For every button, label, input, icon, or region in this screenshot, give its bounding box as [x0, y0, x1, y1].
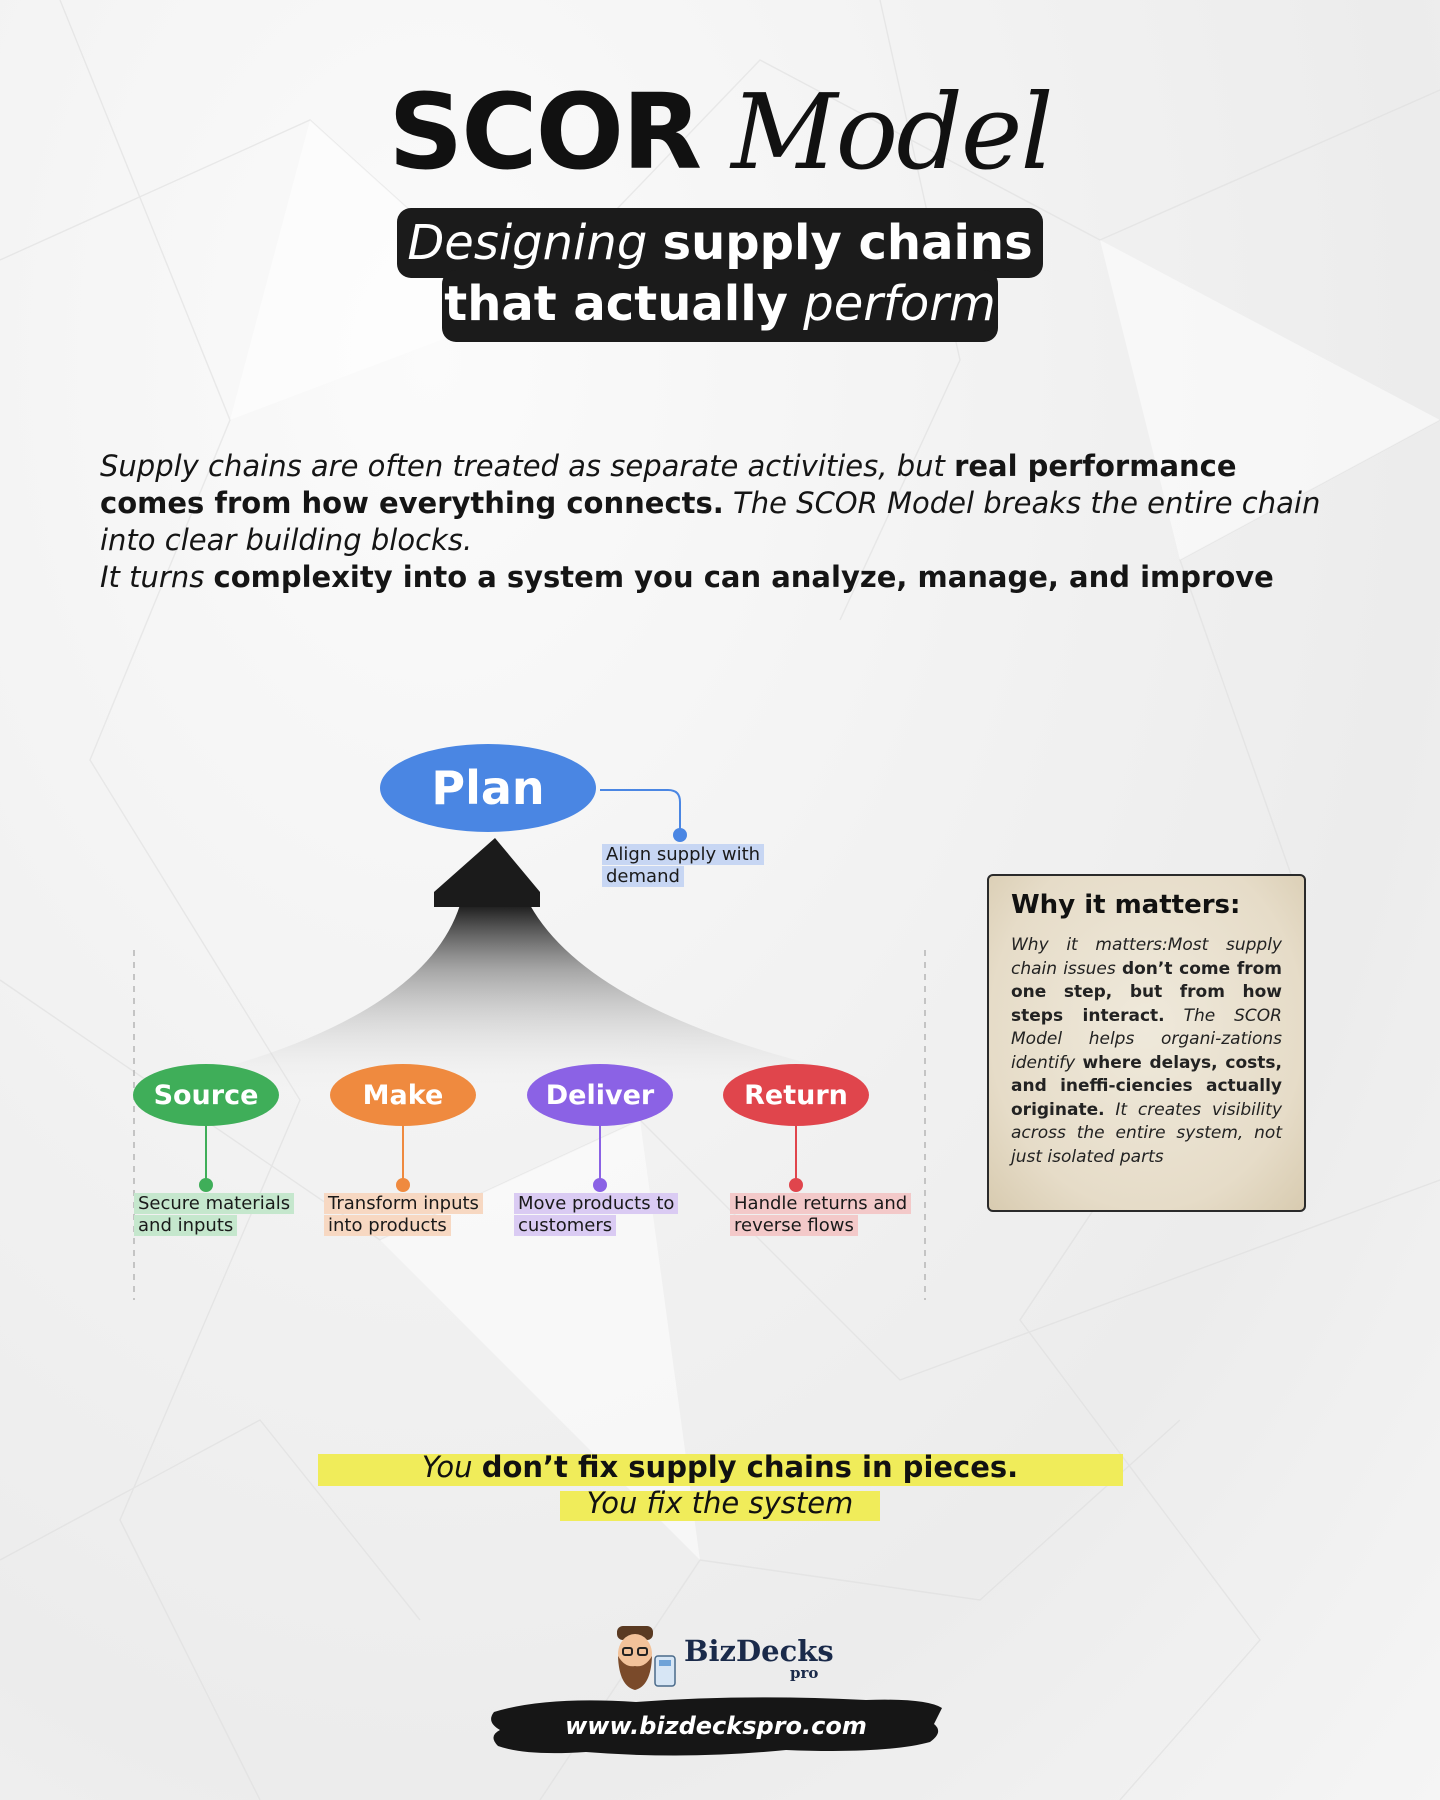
make-desc-line-1: Transform inputs: [324, 1193, 483, 1214]
closing-line-1: You don’t fix supply chains in pieces.: [0, 1450, 1440, 1484]
deliver-connector-dot: [593, 1178, 607, 1192]
website-link[interactable]: www.bizdeckspro.com: [565, 1712, 867, 1740]
intro-text-5: into clear building blocks.: [100, 523, 473, 557]
make-connector-dot: [396, 1178, 410, 1192]
why-body: Why it matters:Most supply chain issues …: [1011, 934, 1282, 1169]
source-desc-line-1: Secure materials: [134, 1193, 295, 1214]
plan-desc-line-1: Align supply with: [602, 844, 765, 865]
closing-line-2: You fix the system: [0, 1486, 1440, 1520]
make-desc-line-2: into products: [324, 1215, 451, 1236]
deliver-desc-line-2: customers: [514, 1215, 617, 1236]
why-text-5: It creates visibility across the entire …: [1011, 1099, 1283, 1167]
intro-paragraph: Supply chains are often treated as separ…: [100, 448, 1340, 596]
title-word-model: Model: [731, 71, 1053, 193]
subtitle-designing: Designing: [407, 215, 648, 271]
plan-desc-line-2: demand: [602, 866, 684, 887]
source-node: Source: [133, 1064, 279, 1126]
subtitle-supply-chains: supply chains: [662, 215, 1033, 271]
source-description: Secure materials and inputs: [134, 1193, 295, 1237]
intro-text-3: comes from how everything connects.: [100, 486, 724, 520]
subtitle-that-actually: that actually: [444, 276, 788, 332]
brush-stroke-background: [491, 1697, 942, 1756]
pyramid-icon: [434, 838, 540, 907]
return-node: Return: [723, 1064, 869, 1126]
why-text-1: Why it matters:Most supply chain issues: [1011, 935, 1282, 979]
closing-dont-fix: don’t fix supply chains in pieces.: [481, 1450, 1019, 1484]
intro-text-2: real performance: [954, 449, 1237, 483]
logo-name: BizDecks: [684, 1634, 834, 1668]
return-desc-line-1: Handle returns and: [730, 1193, 912, 1214]
logo-sub: pro: [790, 1664, 819, 1682]
intro-text-4: The SCOR Model breaks the entire chain: [733, 486, 1321, 520]
why-heading: Why it matters:: [1011, 890, 1241, 920]
intro-text-1: Supply chains are often treated as separ…: [100, 449, 945, 483]
return-description: Handle returns and reverse flows: [730, 1193, 912, 1237]
deliver-description: Move products to customers: [514, 1193, 679, 1237]
highlight-bar-2: [560, 1491, 880, 1521]
page-title: SCOR Model: [0, 80, 1440, 184]
closing-fix-system: You fix the system: [586, 1486, 854, 1520]
return-desc-line-2: reverse flows: [730, 1215, 858, 1236]
deliver-desc-line-1: Move products to: [514, 1193, 679, 1214]
source-connector-dot: [199, 1178, 213, 1192]
return-connector-dot: [789, 1178, 803, 1192]
plan-connector-dot: [673, 828, 687, 842]
subtitle-line-2: that actually perform: [442, 270, 998, 342]
why-it-matters-card: Why it matters: Why it matters:Most supp…: [987, 874, 1306, 1212]
why-text-4: where delays, costs, and ineffi-ciencies…: [1011, 1052, 1282, 1120]
intro-text-7: complexity into a system you can analyze…: [213, 560, 1274, 594]
plan-description: Align supply with demand: [602, 844, 765, 888]
fan-gradient: [134, 905, 930, 1090]
subtitle-line-1: Designing supply chains: [397, 208, 1043, 278]
plan-node: Plan: [380, 744, 596, 832]
why-text-3: The SCOR Model helps organi-zations iden…: [1011, 1005, 1282, 1073]
why-text-2: don’t come from one step, but from how s…: [1011, 958, 1283, 1026]
source-desc-line-2: and inputs: [134, 1215, 238, 1236]
title-word-scor: SCOR: [388, 71, 702, 193]
closing-you: You: [421, 1450, 473, 1484]
make-description: Transform inputs into products: [324, 1193, 483, 1237]
plan-connector: [600, 789, 681, 835]
highlight-bar-1: [318, 1454, 1123, 1486]
make-node: Make: [330, 1064, 476, 1126]
intro-text-6: It turns: [100, 560, 205, 594]
bearded-man-logo-icon: [617, 1626, 676, 1690]
subtitle-perform: perform: [803, 276, 996, 332]
deliver-node: Deliver: [527, 1064, 673, 1126]
